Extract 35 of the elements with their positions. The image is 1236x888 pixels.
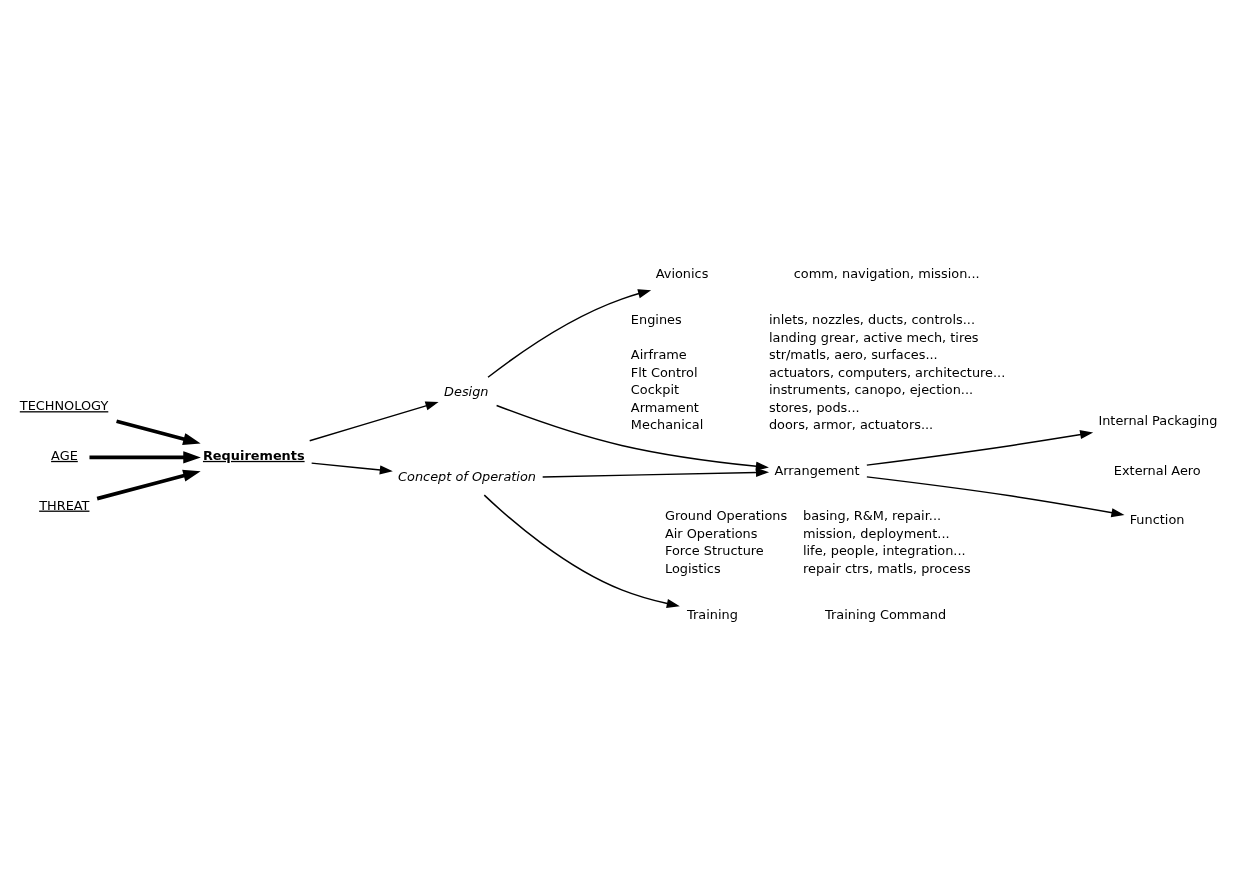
label: instruments, canopo, ejection... <box>768 381 974 397</box>
label: life, people, integration... <box>802 542 966 558</box>
node-text: THREAT <box>39 497 90 513</box>
label: stores, pods... <box>768 399 860 415</box>
label: Engines <box>630 311 682 327</box>
node-label: comm, navigation, mission... <box>793 265 980 281</box>
label: basing, R&M, repair... <box>802 507 942 523</box>
label: Force Structure <box>664 542 764 558</box>
label: Mechanical <box>630 416 704 432</box>
label: Airframe <box>630 346 687 362</box>
node-text: Avionics <box>655 265 709 281</box>
node-text: Requirements <box>202 447 305 463</box>
label: Logistics <box>664 560 721 576</box>
node-text: AGE <box>51 447 78 463</box>
label: doors, armor, actuators... <box>768 416 934 432</box>
label: Cockpit <box>630 381 680 397</box>
label: Flt Control <box>630 364 698 380</box>
label: str/matls, aero, surfaces... <box>768 346 938 362</box>
label: External Aero <box>1113 462 1201 478</box>
node-text: Training <box>687 606 738 622</box>
label: Ground Operations <box>664 507 788 523</box>
node-text: Concept of Operation <box>398 468 536 484</box>
node-text: Internal Packaging <box>1098 412 1218 428</box>
node-text: Design <box>444 383 489 399</box>
label: inlets, nozzles, ducts, controls... <box>768 311 976 327</box>
label: actuators, computers, architecture... <box>768 364 1006 380</box>
label: repair ctrs, matls, process <box>802 560 971 576</box>
label: mission, deployment... <box>802 525 950 541</box>
node-text: Function <box>1129 511 1185 527</box>
label: landing grear, active mech, tires <box>768 329 979 345</box>
node-text: TECHNOLOGY <box>19 397 109 413</box>
label: Air Operations <box>664 525 758 541</box>
label: Armament <box>630 399 699 415</box>
node-label: Training Command <box>825 606 947 622</box>
node-text: Arrangement <box>774 462 860 478</box>
